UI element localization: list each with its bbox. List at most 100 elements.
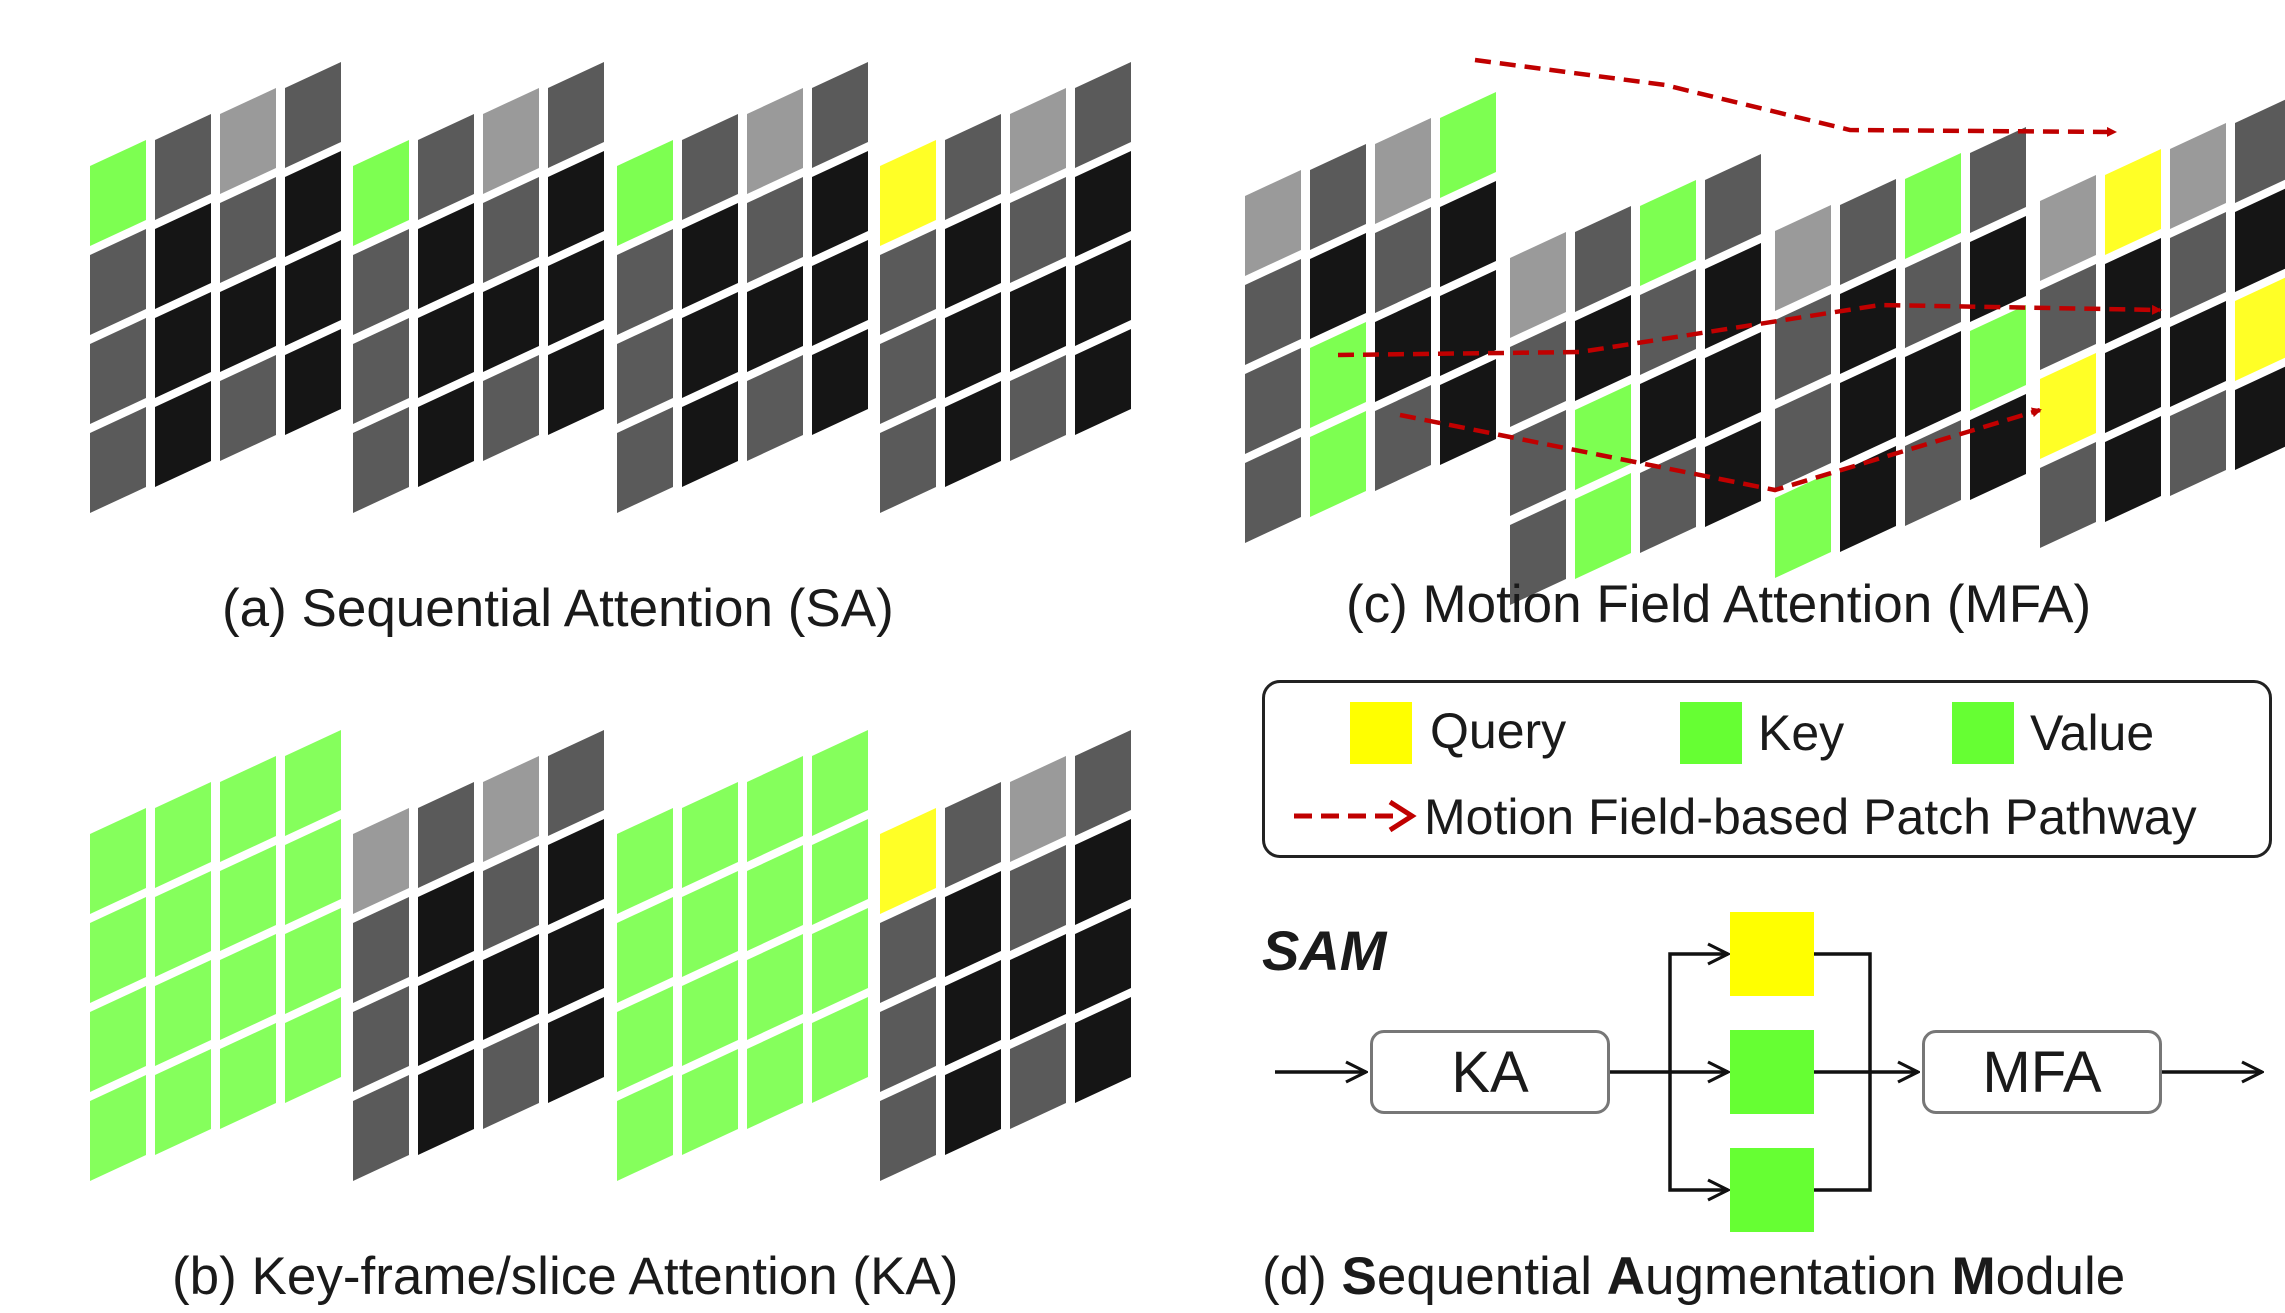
grid-cell xyxy=(220,177,276,283)
grid-cell xyxy=(1705,421,1761,527)
grid-cell xyxy=(945,782,1001,888)
grid-cell xyxy=(747,934,803,1040)
grid-cell xyxy=(90,808,146,914)
grid-cell xyxy=(1245,259,1301,365)
grid-cell xyxy=(1970,394,2026,500)
sam-title: SAM xyxy=(1262,919,1387,982)
grid-cell xyxy=(2040,175,2096,281)
grid-cell xyxy=(617,897,673,1003)
mfa-block: MFA xyxy=(1922,1030,2162,1114)
flow-ka-to-query xyxy=(1668,954,1728,1072)
grid-cell xyxy=(353,986,409,1092)
grid-cell xyxy=(1970,305,2026,411)
grid-cell xyxy=(155,203,211,309)
ka-block: KA xyxy=(1370,1030,1610,1114)
grid-cell xyxy=(1510,232,1566,338)
grid-cell xyxy=(682,1049,738,1155)
grid-cell xyxy=(1905,153,1961,259)
grid-cell xyxy=(1510,410,1566,516)
grid-cell xyxy=(418,782,474,888)
grid-cell xyxy=(682,203,738,309)
grid-cell xyxy=(483,177,539,283)
caption-d-s: S xyxy=(1341,1247,1377,1306)
grid-cell xyxy=(1905,331,1961,437)
grid-cell xyxy=(682,292,738,398)
grid-cell xyxy=(483,934,539,1040)
grid-cell xyxy=(2170,123,2226,229)
grid-cell xyxy=(747,266,803,372)
grid-cell xyxy=(1375,207,1431,313)
grid-cell xyxy=(90,986,146,1092)
grid-cell xyxy=(2170,212,2226,318)
grid-cell xyxy=(1075,151,1131,257)
grid-cell xyxy=(1775,294,1831,400)
grid-cell xyxy=(353,808,409,914)
grid-cell xyxy=(1010,88,1066,194)
grid-cell xyxy=(2235,366,2285,470)
grid-cell xyxy=(220,756,276,862)
grid-cell xyxy=(1245,437,1301,543)
grid-cell xyxy=(353,140,409,246)
grid-cell xyxy=(1640,269,1696,375)
caption-keyframe-attention: (b) Key-frame/slice Attention (KA) xyxy=(172,1247,959,1306)
sam-key-square xyxy=(1730,1030,1814,1114)
grid-cell xyxy=(747,1023,803,1129)
grid-cell xyxy=(418,871,474,977)
legend-key-swatch xyxy=(1680,702,1742,764)
grid-cell xyxy=(2105,238,2161,344)
grid-cell xyxy=(353,897,409,1003)
frame-grid-b2 xyxy=(353,730,604,1181)
grid-cell xyxy=(2235,277,2285,381)
grid-cell xyxy=(945,114,1001,220)
grid-cell xyxy=(483,88,539,194)
grid-cell xyxy=(90,407,146,513)
grid-cell xyxy=(747,845,803,951)
grid-cell xyxy=(2170,301,2226,407)
grid-cell xyxy=(617,986,673,1092)
caption-sequential-attention: (a) Sequential Attention (SA) xyxy=(222,579,894,638)
frame-grid-c1 xyxy=(1245,92,1496,543)
grid-cell xyxy=(1075,62,1131,168)
grid-cell xyxy=(155,1049,211,1155)
frame-grid-a1 xyxy=(90,62,341,513)
grid-cell xyxy=(353,229,409,335)
grid-cell xyxy=(1575,384,1631,490)
frame-grid-c2 xyxy=(1510,154,1761,605)
grid-cell xyxy=(880,897,936,1003)
grid-cell xyxy=(682,381,738,487)
grid-cell xyxy=(1375,118,1431,224)
grid-cell xyxy=(1970,216,2026,322)
grid-cell xyxy=(1375,385,1431,491)
frame-grid-c3 xyxy=(1775,127,2026,578)
grid-cell xyxy=(220,266,276,372)
grid-cell xyxy=(945,1049,1001,1155)
frame-grid-a3 xyxy=(617,62,868,513)
grid-cell xyxy=(2235,188,2285,292)
grid-cell xyxy=(155,381,211,487)
grid-cell xyxy=(945,203,1001,309)
grid-cell xyxy=(418,381,474,487)
grid-cell xyxy=(220,1023,276,1129)
grid-cell xyxy=(812,908,868,1014)
grid-cell xyxy=(880,1075,936,1181)
grid-cell xyxy=(617,1075,673,1181)
grid-cell xyxy=(747,88,803,194)
frame-grid-b4 xyxy=(880,730,1131,1181)
grid-cell xyxy=(880,986,936,1092)
caption-sequential-augmentation-module: (d) Sequential Augmentation Module xyxy=(1262,1250,2125,1303)
grid-cell xyxy=(1705,154,1761,260)
grid-cell xyxy=(1775,205,1831,311)
grid-cell xyxy=(483,845,539,951)
grid-cell xyxy=(1510,499,1566,605)
grid-cell xyxy=(353,1075,409,1181)
grid-cell xyxy=(617,140,673,246)
grid-cell xyxy=(548,329,604,435)
grid-cell xyxy=(747,177,803,283)
grid-cell xyxy=(812,62,868,168)
grid-cell xyxy=(90,318,146,424)
grid-cell xyxy=(1075,997,1131,1103)
grid-cell xyxy=(747,355,803,461)
grid-cell xyxy=(812,997,868,1103)
